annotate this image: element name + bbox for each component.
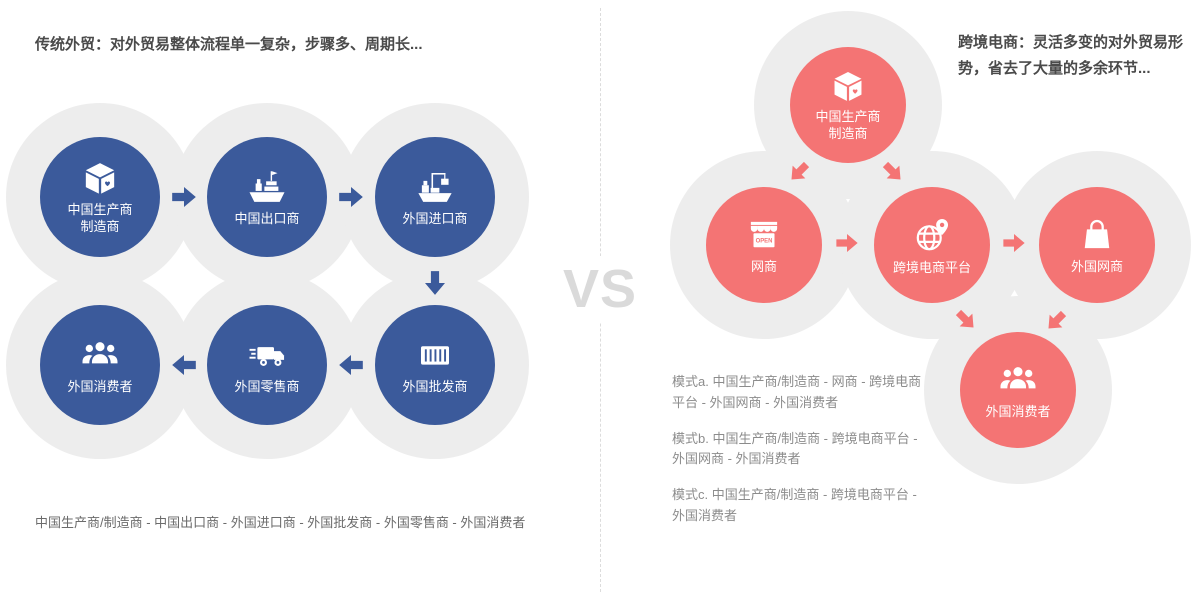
node-foreign-consumers-cb: 外国消费者	[924, 296, 1112, 484]
node-label: 外国进口商	[402, 211, 468, 227]
arrow-platform-to-foreign-merchant	[1003, 234, 1025, 252]
mode-a-text: 模式a. 中国生产商/制造商 - 网商 - 跨境电商平台 - 外国网商 - 外国…	[672, 374, 922, 410]
vs-label: VS	[556, 256, 644, 322]
node-circle: 中国生产商 制造商	[790, 47, 906, 163]
node-circle: 中国生产商 制造商	[40, 137, 160, 257]
arrow-producer-to-netmerchant	[785, 158, 813, 186]
crossborder-title: 跨境电商：灵活多变的对外贸易形势，省去了大量的多余环节...	[958, 34, 1184, 77]
cargo-ship-icon	[249, 171, 285, 202]
arrow-producer-to-exporter	[172, 187, 196, 207]
node-foreign-importer: 外国进口商	[341, 103, 529, 291]
node-label: 外国网商	[1070, 259, 1123, 275]
node-foreign-retailer: 外国零售商	[173, 271, 361, 459]
node-label: 外国消费者	[985, 404, 1051, 420]
node-label: 外国批发商	[402, 379, 468, 395]
mode-b-text: 模式b. 中国生产商/制造商 - 跨境电商平台 - 外国网商 - 外国消费者	[672, 430, 918, 467]
import-ship-crane-icon	[418, 173, 452, 202]
node-label: 中国出口商	[234, 211, 300, 227]
traditional-trade-title: 传统外贸：对外贸易整体流程单一复杂，步骤多、周期长...	[35, 36, 423, 53]
arrow-foreign-merchant-to-consumers	[1042, 307, 1070, 335]
arrow-wholesaler-to-retailer	[339, 355, 363, 375]
container-icon	[421, 346, 449, 365]
delivery-truck-icon	[249, 347, 285, 366]
arrow-retailer-to-consumers	[172, 355, 196, 375]
node-foreign-wholesaler: 外国批发商	[341, 271, 529, 459]
node-circle: 外国消费者	[40, 305, 160, 425]
node-circle: 外国消费者	[960, 332, 1076, 448]
people-group-icon	[1000, 367, 1036, 389]
arrow-exporter-to-importer	[339, 187, 363, 207]
storefront-icon: OPEN	[750, 221, 778, 248]
arrow-netmerchant-to-platform	[836, 234, 858, 252]
arrow-importer-to-wholesaler	[425, 271, 445, 295]
node-net-merchant: OPEN 网商	[670, 151, 858, 339]
node-label: 中国生产商 制造商	[815, 108, 881, 141]
node-circle: 外国批发商	[375, 305, 495, 425]
mode-list: 模式a. 中国生产商/制造商 - 网商 - 跨境电商平台 - 外国网商 - 外国…	[672, 372, 922, 542]
node-china-producer: 中国生产商 制造商	[6, 103, 194, 291]
node-label: 中国生产商 制造商	[67, 201, 133, 234]
node-label: 外国消费者	[67, 379, 133, 395]
node-label: 跨境电商平台	[892, 260, 971, 276]
node-circle: 外国网商	[1039, 187, 1155, 303]
mode-c-text: 模式c. 中国生产商/制造商 - 跨境电商平台 - 外国消费者	[672, 487, 917, 523]
arrow-producer-to-platform	[879, 158, 907, 186]
node-circle: 外国零售商	[207, 305, 327, 425]
arrow-platform-to-consumers	[952, 306, 980, 334]
node-circle: 外国进口商	[375, 137, 495, 257]
node-circle: 跨境电商平台	[874, 187, 990, 303]
package-box-icon	[834, 71, 862, 101]
node-label: 外国零售商	[234, 379, 300, 395]
node-circle: 中国出口商	[207, 137, 327, 257]
open-sign-text: OPEN	[756, 238, 773, 244]
globe-pins-icon	[916, 219, 949, 251]
node-foreign-consumers: 外国消费者	[6, 271, 194, 459]
node-circle: OPEN 网商	[706, 187, 822, 303]
traditional-flow-caption: 中国生产商/制造商 - 中国出口商 - 外国进口商 - 外国批发商 - 外国零售…	[35, 515, 526, 530]
package-box-icon	[85, 162, 115, 194]
shopping-bag-icon	[1084, 219, 1110, 249]
people-group-icon	[82, 342, 118, 364]
node-label: 网商	[750, 259, 777, 275]
node-china-exporter: 中国出口商	[173, 103, 361, 291]
